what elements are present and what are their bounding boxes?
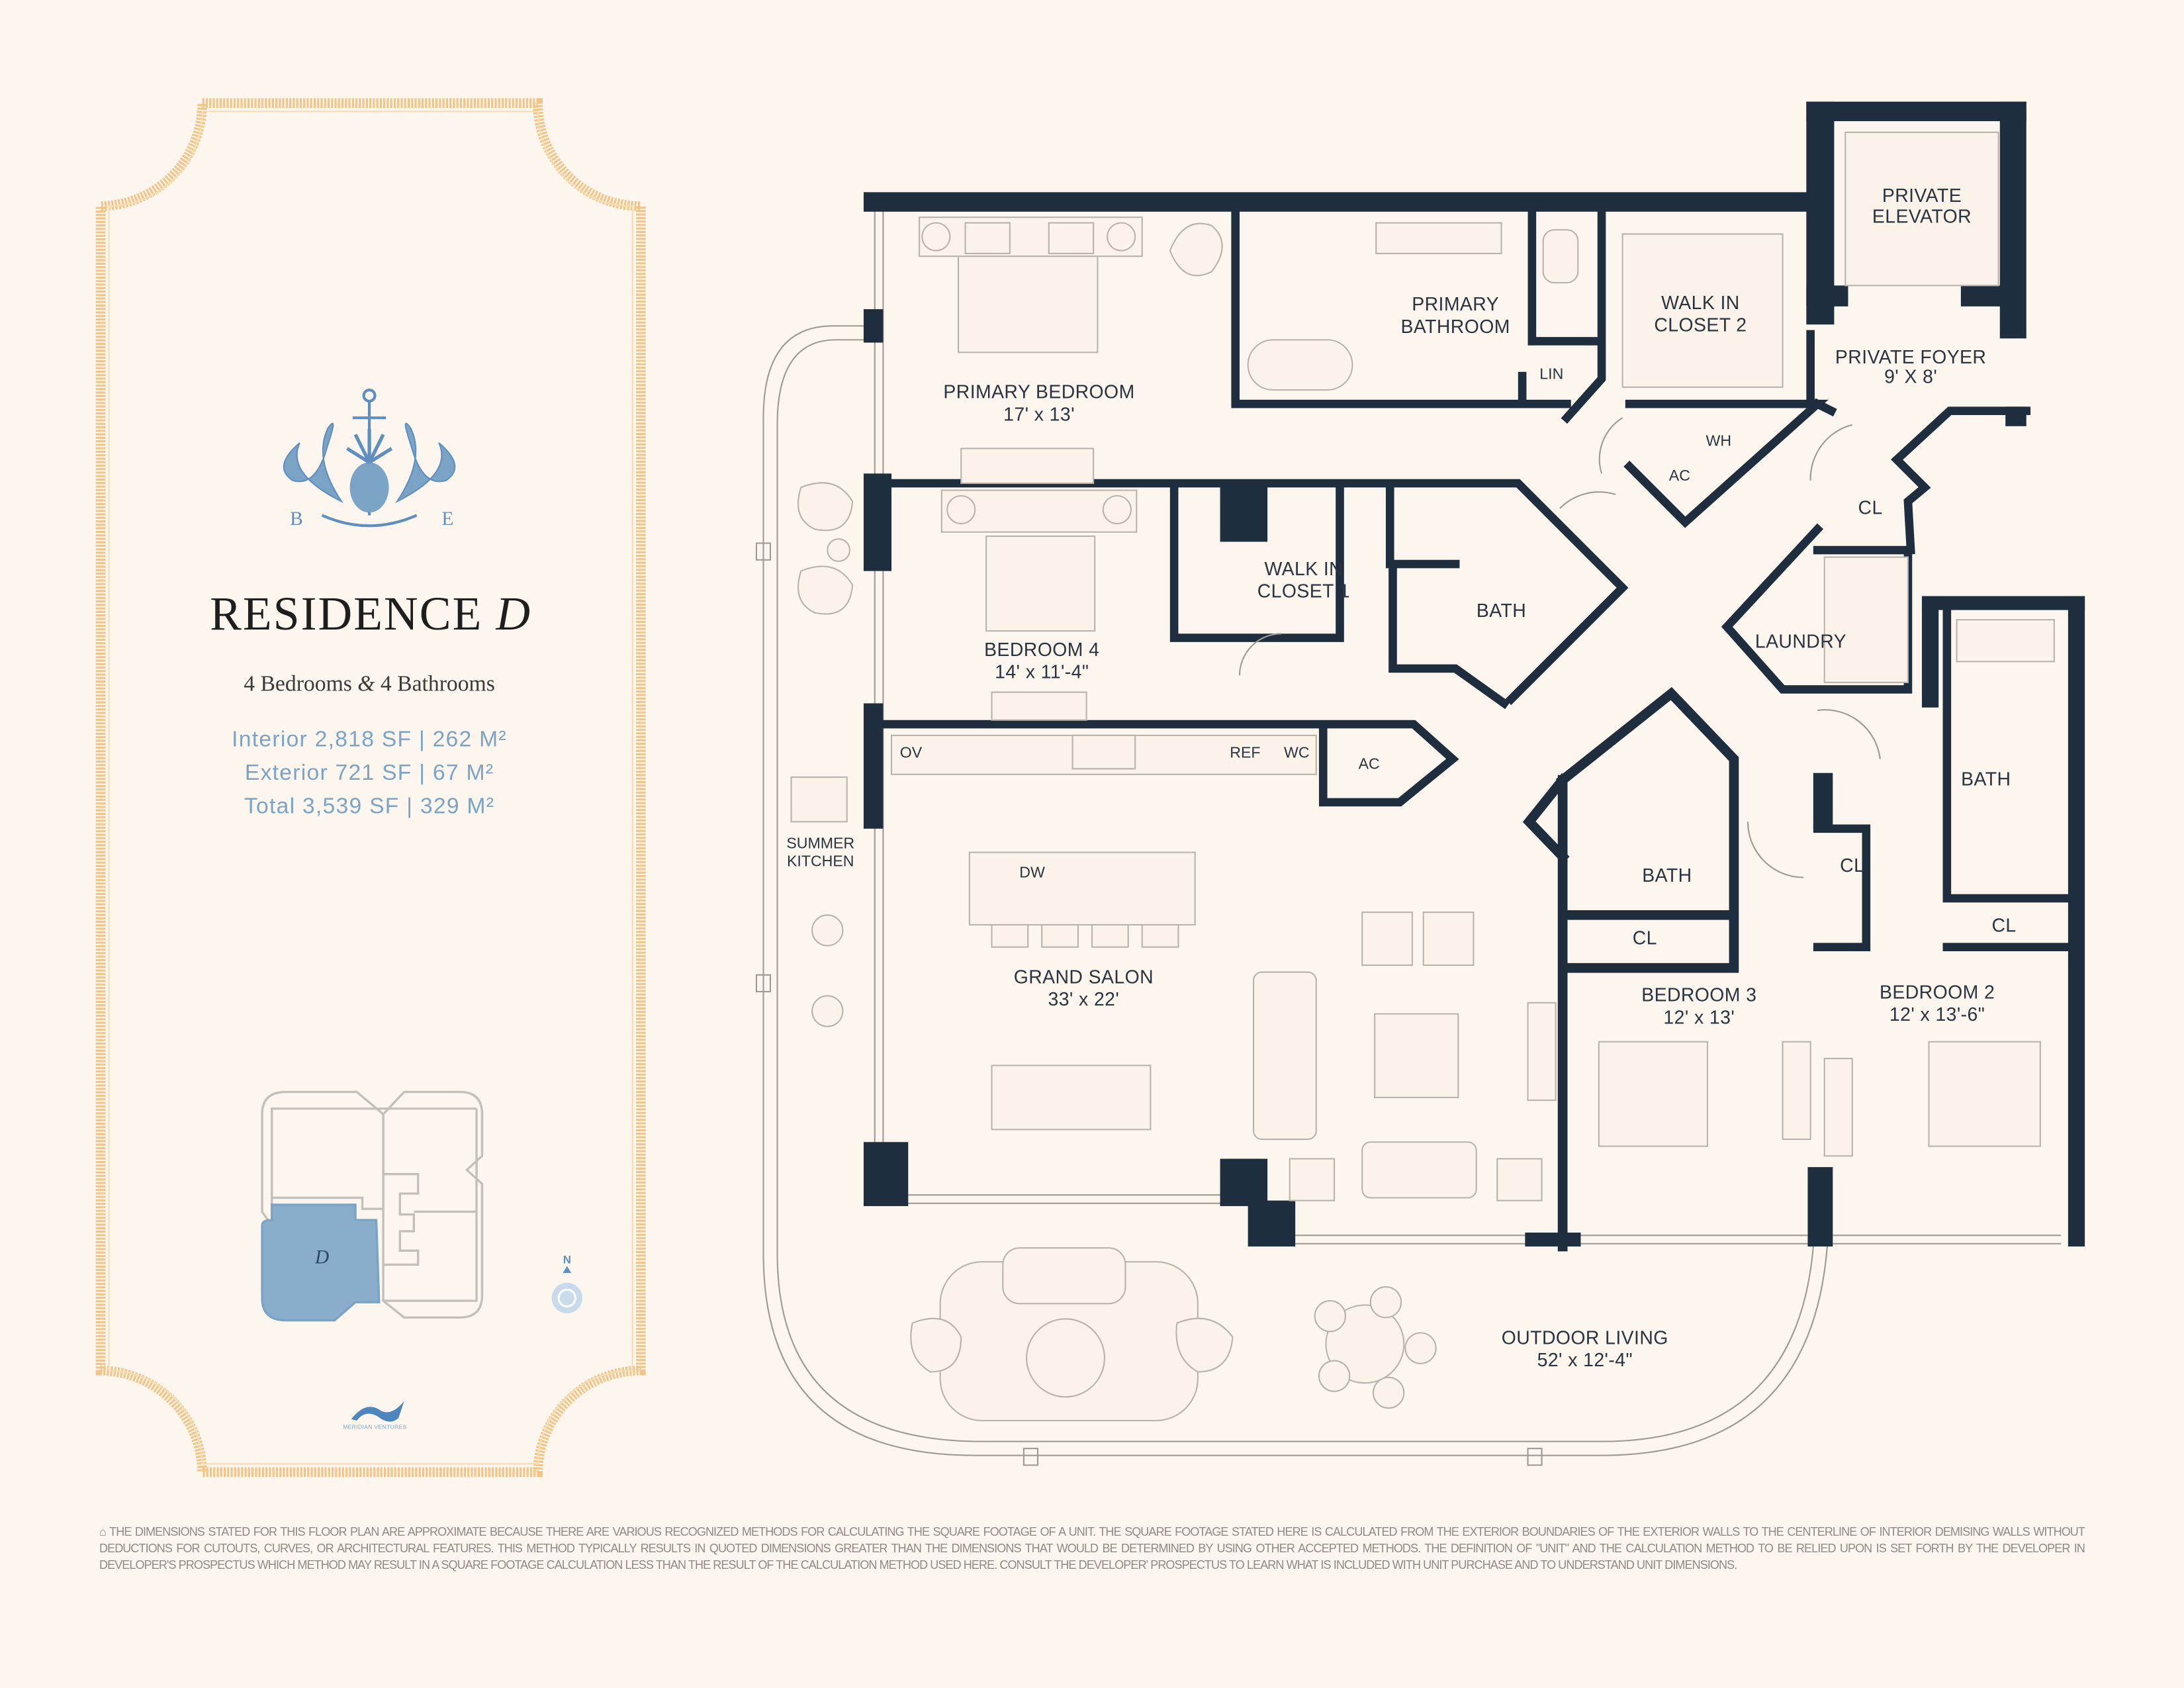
ornamental-frame <box>95 98 646 1477</box>
label-wh: WH <box>1706 432 1732 449</box>
label-ov: OV <box>900 744 923 761</box>
developer-logo: MERIDIAN VENTURES <box>343 1401 406 1430</box>
label-laundry: LAUNDRY <box>1755 631 1846 652</box>
svg-text:D: D <box>314 1246 329 1268</box>
label-cl-bedroom-2a: CL <box>1840 855 1864 876</box>
north-compass-icon: N <box>551 1253 582 1314</box>
svg-text:N: N <box>563 1253 571 1266</box>
label-ref: REF <box>1230 744 1260 761</box>
label-bath-bedroom-2: BATH <box>1961 769 2011 790</box>
svg-text:B: B <box>290 508 303 530</box>
svg-text:E: E <box>441 508 453 530</box>
label-lin: LIN <box>1539 365 1563 382</box>
bed-bath-subtitle: 4 Bedrooms & 4 Bathrooms <box>244 672 495 696</box>
brand-crest-logo: B E <box>283 389 456 530</box>
label-dw: DW <box>1019 863 1045 880</box>
label-bath-bedroom-3: BATH <box>1642 865 1692 886</box>
walls <box>863 101 2085 1252</box>
info-panel: B E RESIDENCE D 4 Bedrooms & 4 Bathrooms… <box>95 98 646 1477</box>
home-icon: ⌂ <box>99 1525 110 1538</box>
area-exterior: Exterior 721 SF | 67 M² <box>245 761 494 785</box>
furniture <box>790 131 2055 1422</box>
key-plan-unit-d <box>261 1203 381 1322</box>
disclaimer-text: THE DIMENSIONS STATED FOR THIS FLOOR PLA… <box>99 1525 2085 1571</box>
key-plan: D <box>261 1090 484 1322</box>
label-ac: AC <box>1669 467 1690 484</box>
terrace-outline <box>762 325 1828 1456</box>
area-interior: Interior 2,818 SF | 262 M² <box>232 727 507 752</box>
residence-title: RESIDENCE D <box>210 588 531 640</box>
label-cl-bedroom-3: CL <box>1633 927 1657 949</box>
label-ac-kitchen: AC <box>1359 755 1380 772</box>
area-total: Total 3,539 SF | 329 M² <box>244 794 494 819</box>
label-cl-bedroom-2b: CL <box>1992 915 2017 937</box>
label-bath-bedroom-4: BATH <box>1477 600 1526 622</box>
disclaimer-footer: ⌂ THE DIMENSIONS STATED FOR THIS FLOOR P… <box>99 1524 2085 1573</box>
label-cl-foyer: CL <box>1858 497 1883 518</box>
developer-logo-text: MERIDIAN VENTURES <box>343 1424 406 1430</box>
label-wc: WC <box>1284 744 1310 761</box>
